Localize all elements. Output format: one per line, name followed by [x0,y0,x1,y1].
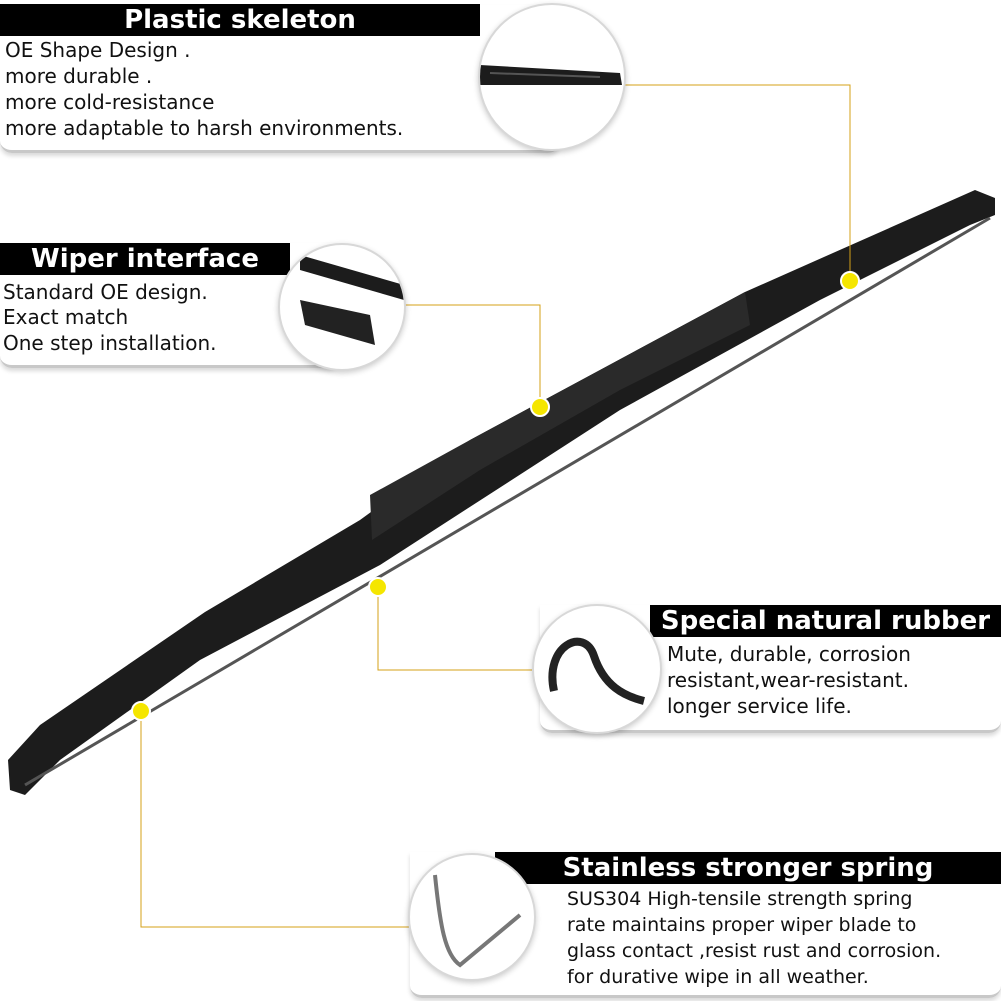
callout-text: SUS304 High-tensile strength spring [567,888,913,910]
callout-text: Standard OE design. [3,280,208,304]
callout-title: Special natural rubber [650,605,1001,637]
interface-detail-image [278,243,406,371]
callout-text: more durable . [5,64,153,88]
callout-wiper-interface [0,243,340,368]
skeleton-detail-image [478,3,626,151]
marker-dot [368,577,388,597]
callout-text: more adaptable to harsh environments. [5,116,404,140]
callout-stainless-spring [410,852,1001,998]
callout-text: OE Shape Design . [5,38,191,62]
spring-detail-image [408,853,536,981]
callout-title: Wiper interface [0,243,290,275]
wiper-blade-body [8,190,995,795]
marker-dot [131,701,151,721]
marker-dot [530,397,550,417]
callout-text: resistant,wear-resistant. [667,668,909,692]
callout-title: Stainless stronger spring [495,852,1001,884]
marker-dot [840,271,860,291]
leader-line-3 [377,587,532,671]
rubber-detail-image [532,604,662,734]
leader-line-4 [140,711,410,928]
callout-text: glass contact ,resist rust and corrosion… [567,940,942,962]
callout-text: for durative wipe in all weather. [567,966,869,988]
wiper-blade-frame-highlight [370,292,750,540]
callout-text: Exact match [3,305,129,329]
callout-text: One step installation. [3,331,217,355]
callout-text: longer service life. [667,694,852,718]
callout-text: rate maintains proper wiper blade to [567,914,917,936]
callout-text: Mute, durable, corrosion [667,642,911,666]
leader-line-1 [622,84,851,281]
callout-plastic-skeleton [0,5,560,153]
callout-natural-rubber [540,605,1001,733]
callout-title: Plastic skeleton [0,4,480,36]
leader-line-2 [405,304,541,407]
wiper-rubber-strip [24,216,991,787]
callout-text: more cold-resistance [5,90,215,114]
